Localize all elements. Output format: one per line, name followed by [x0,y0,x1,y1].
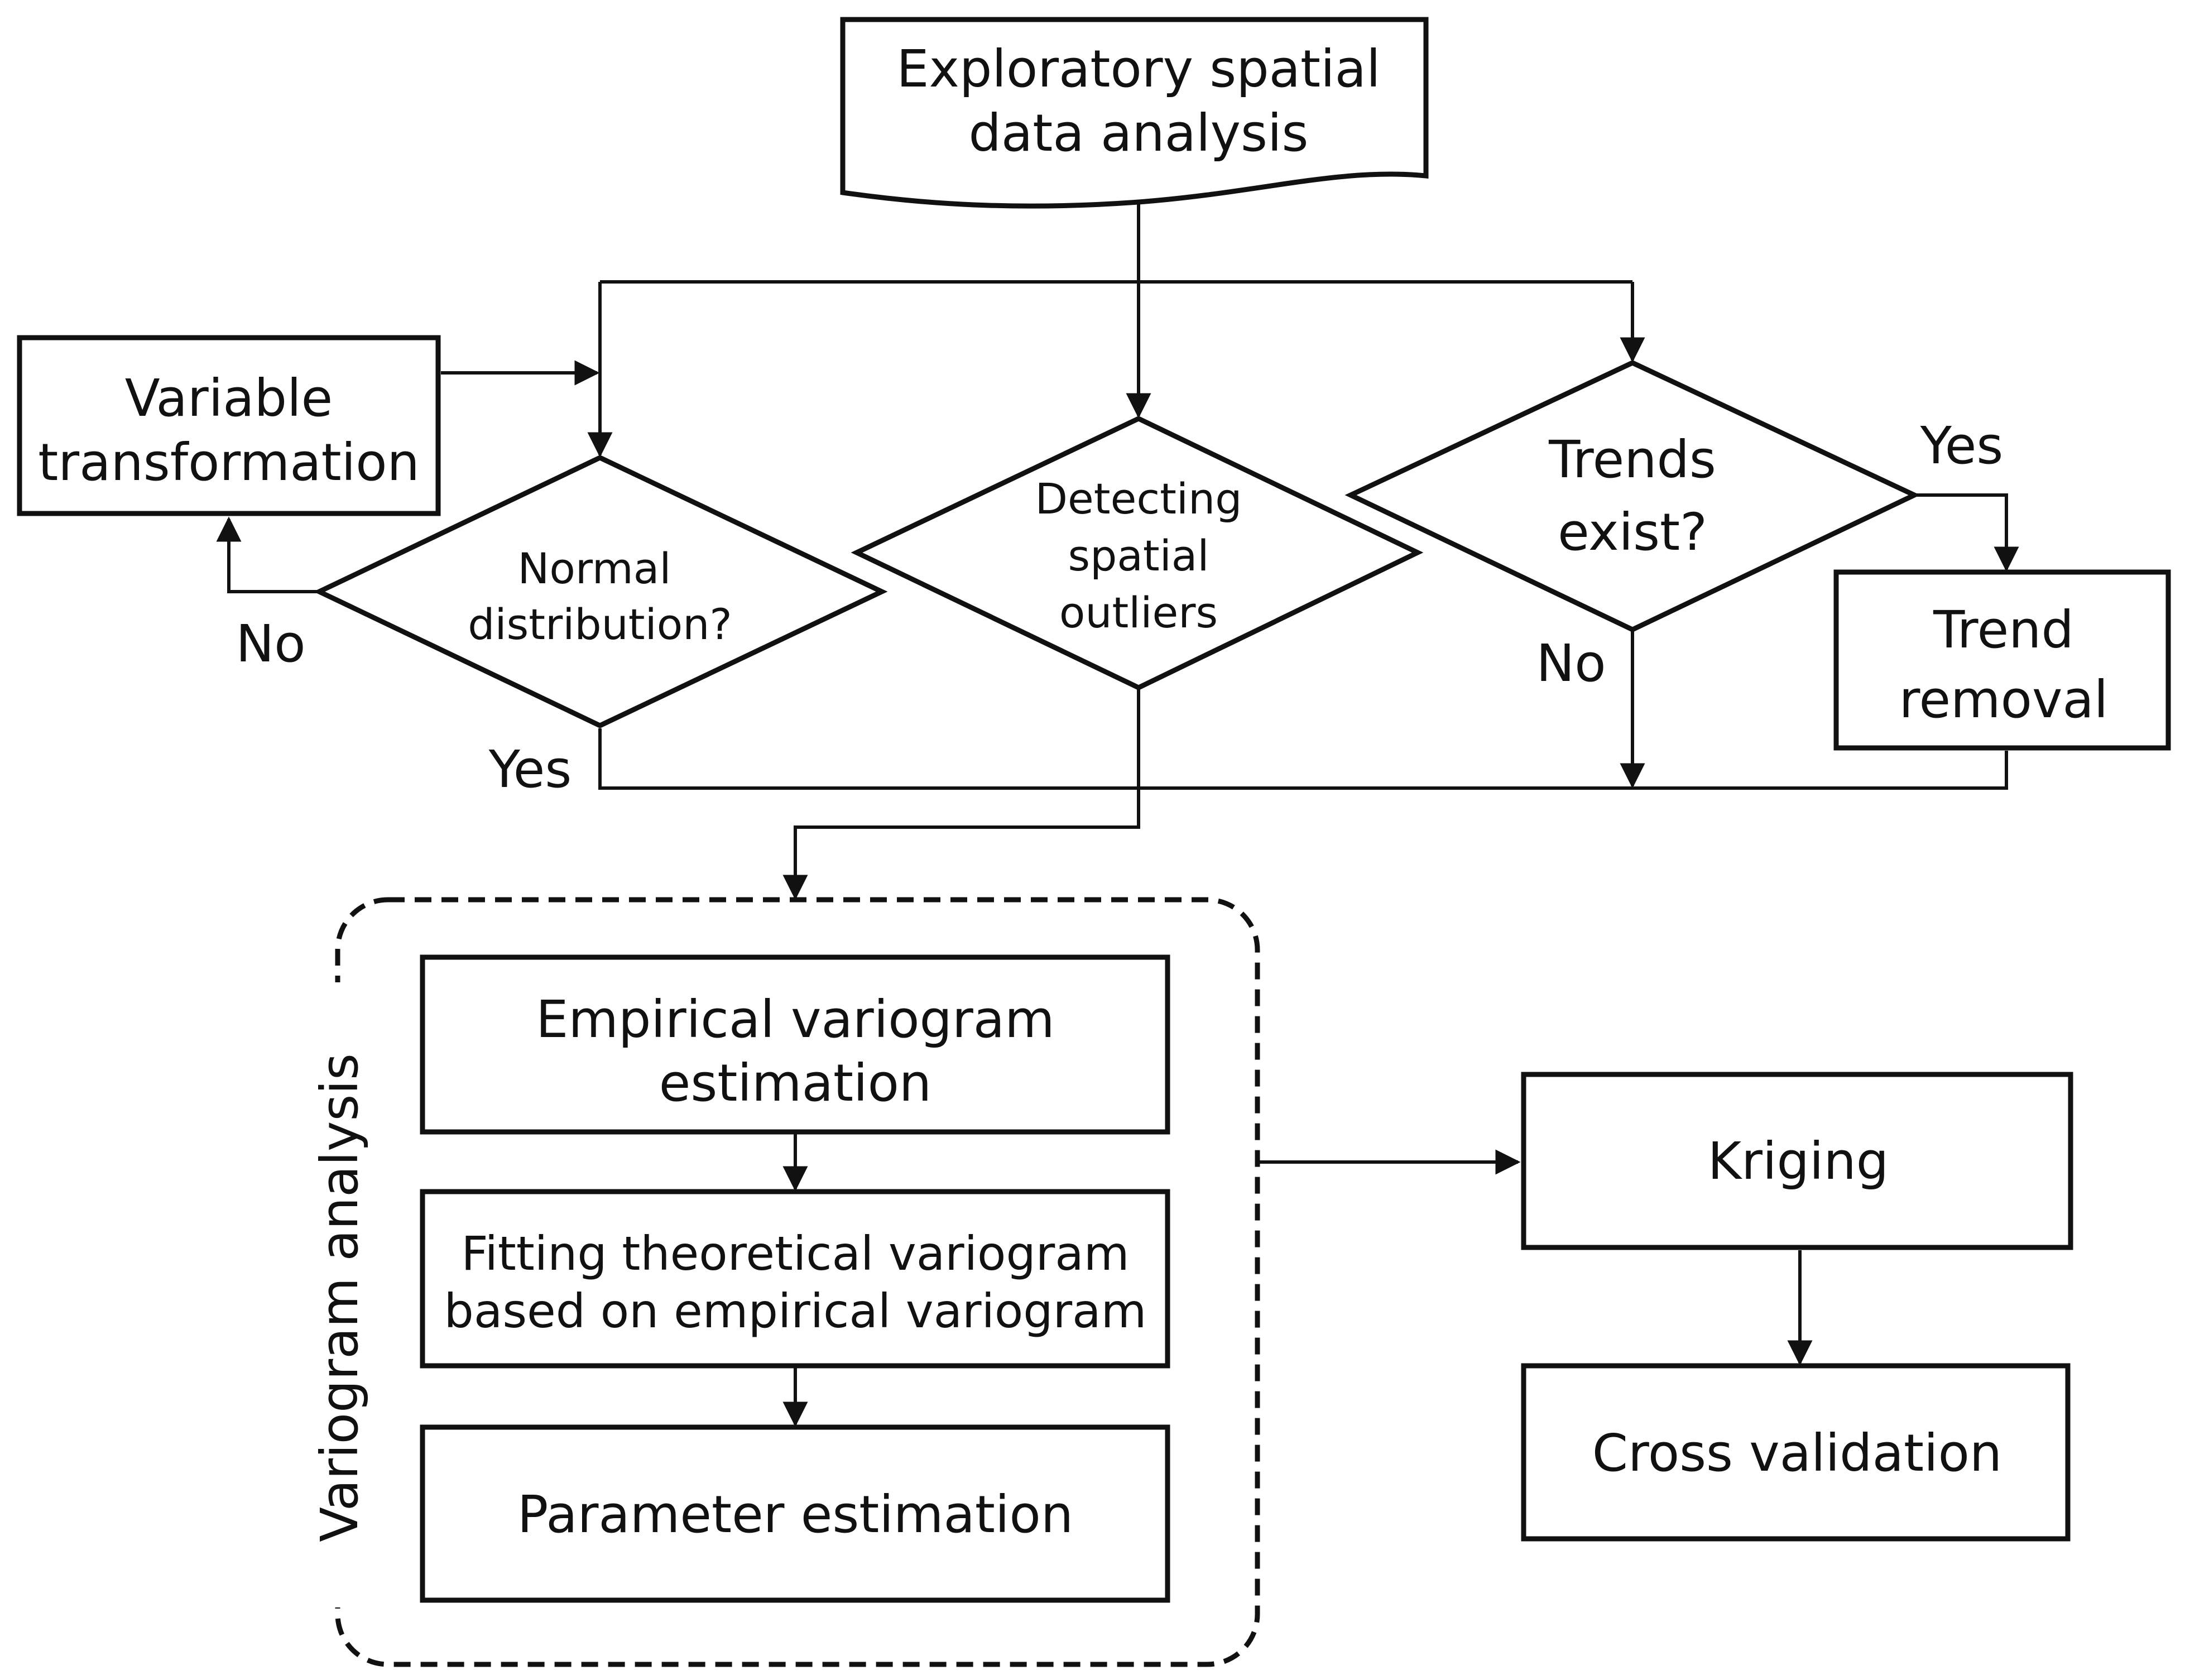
detecting-outliers-label: outliers [1059,588,1218,637]
trends-exist-label: exist? [1558,502,1707,562]
parameter-estimation-label: Parameter estimation [517,1485,1073,1544]
variable-transformation-label: Variable [125,368,333,428]
variogram-title-gap [313,982,363,1607]
start-node-label: data analysis [969,103,1309,163]
variogram-analysis-title: Variogram analysis [310,1053,369,1542]
empirical-variogram-label: estimation [659,1053,931,1113]
start-node [840,17,1429,209]
detecting-outliers-label: spatial [1068,531,1209,580]
detecting-outliers-step [851,416,1424,690]
normal-distribution-label: distribution? [468,599,732,649]
trend-removal-label: Trend [1933,600,2074,660]
trend-removal-box [1833,569,2171,751]
empirical-variogram-box [420,954,1170,1135]
trend-removal-label: removal [1899,670,2109,729]
cross-validation-label: Cross validation [1592,1423,2002,1483]
connector-normal-yes [598,728,2008,790]
cross-validation-box [1521,1363,2071,1542]
start-node-label: Exploratory spatial [896,39,1380,99]
kriging-box [1521,1072,2073,1250]
yes-label-trends: Yes [1920,416,2004,476]
connector-no-to-transform [216,516,319,593]
connector-outliers-to-variogram [782,689,1140,900]
kriging-label: Kriging [1708,1131,1889,1191]
normal-distribution-decision [313,455,888,728]
yes-label-normal: Yes [488,740,572,799]
connector-trends-yes [1914,493,2019,572]
variable-transformation-label: transformation [38,433,420,492]
fitting-variogram-box [420,1189,1170,1369]
trends-exist-decision [1344,360,1920,632]
no-label-trends: No [1536,633,1606,693]
empirical-variogram-label: Empirical variogram [536,990,1055,1049]
variable-transformation-box [17,335,441,516]
trends-exist-label: Trends [1548,430,1716,489]
no-label-normal: No [236,614,305,674]
detecting-outliers-label: Detecting [1035,474,1242,524]
fitting-variogram-label: based on empirical variogram [444,1284,1147,1338]
fitting-variogram-label: Fitting theoretical variogram [461,1226,1129,1281]
normal-distribution-label: Normal [518,544,671,593]
parameter-estimation-box [420,1424,1170,1603]
